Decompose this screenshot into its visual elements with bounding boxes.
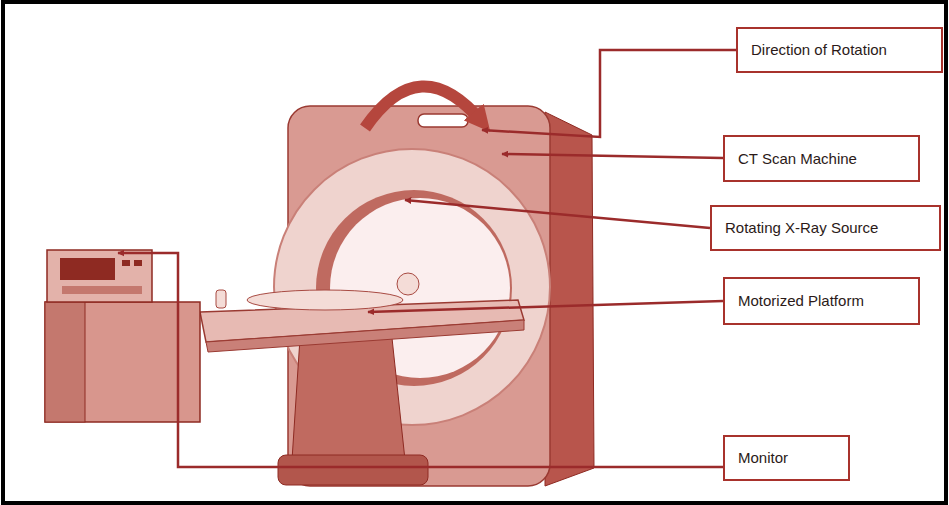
outer-frame xyxy=(3,2,946,503)
console-keys xyxy=(62,286,142,294)
label-box: Motorized Platform xyxy=(723,277,920,325)
leader-line xyxy=(502,154,723,158)
couch-base xyxy=(278,455,428,485)
leader-line xyxy=(405,200,710,228)
label-box: Monitor xyxy=(723,435,850,481)
label-text: CT Scan Machine xyxy=(738,150,910,168)
rotation-arrow xyxy=(365,86,482,128)
couch-rail xyxy=(206,320,524,352)
console-screen xyxy=(60,258,115,280)
patient-head xyxy=(397,273,419,295)
label-box: CT Scan Machine xyxy=(723,135,920,182)
gantry-side xyxy=(545,112,594,486)
leader-line xyxy=(118,253,723,467)
patient-feet xyxy=(216,290,226,308)
gantry-handle xyxy=(418,114,468,127)
label-text: Rotating X-Ray Source xyxy=(725,219,931,237)
label-box: Direction of Rotation xyxy=(736,27,943,73)
label-text: Motorized Platform xyxy=(738,292,910,310)
label-box: Rotating X-Ray Source xyxy=(710,205,941,251)
console-monitor xyxy=(47,250,152,302)
console-front xyxy=(45,302,85,422)
console-button xyxy=(134,260,142,266)
leader-line xyxy=(482,50,736,137)
label-text: Monitor xyxy=(738,449,840,467)
leader-line xyxy=(368,301,723,312)
patient-body xyxy=(247,290,403,310)
console-button xyxy=(122,260,130,266)
couch-pedestal xyxy=(292,338,405,460)
label-text: Direction of Rotation xyxy=(751,41,933,59)
